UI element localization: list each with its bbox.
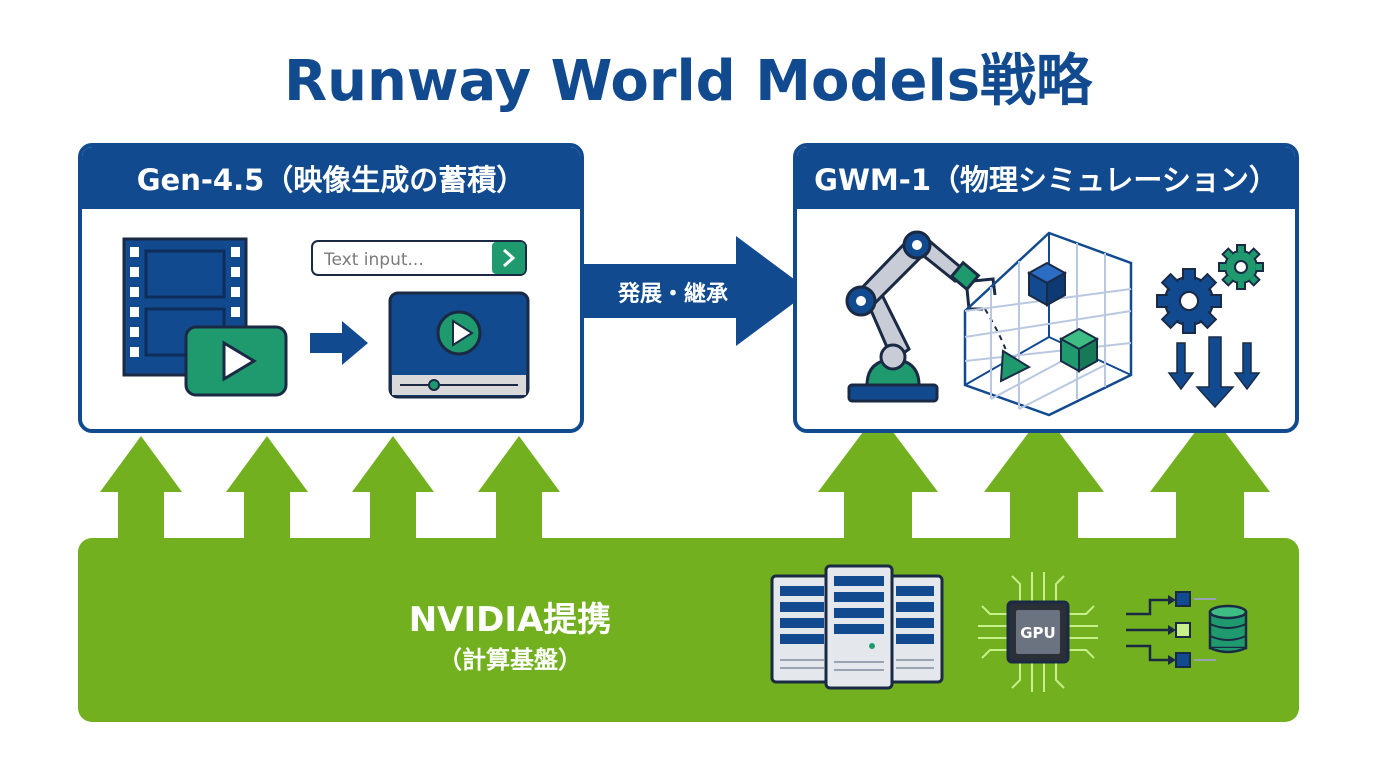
up-arrow (226, 436, 308, 545)
video-player-icon (388, 291, 530, 399)
input-placeholder-text: Text input... (323, 250, 424, 270)
cube-blue-icon (1026, 261, 1068, 307)
server-rack-icon (770, 564, 944, 690)
gwm-body (797, 209, 1295, 429)
robot-arm-icon (845, 230, 1010, 403)
data-pipeline-icon (1126, 591, 1248, 668)
up-arrow (984, 412, 1104, 545)
nvidia-base (78, 538, 1299, 722)
gwm-header: GWM-1（物理シミュレーション） (797, 147, 1295, 209)
gpu-chip-icon: GPU (978, 572, 1098, 692)
nvidia-title: NVIDIA提携 (408, 600, 612, 640)
triangle-icon (999, 349, 1032, 383)
gears-icon (1156, 244, 1264, 334)
gpu-label: GPU (1020, 624, 1056, 642)
text-input-icon: Text input... (311, 240, 527, 276)
down-arrows-icon (1167, 336, 1261, 409)
up-arrow (1150, 412, 1270, 545)
up-arrow (818, 412, 938, 545)
play-button-icon (184, 325, 288, 397)
transfer-arrow (580, 236, 810, 346)
gen-panel: Gen-4.5（映像生成の蓄積） (78, 143, 584, 433)
up-arrow (478, 436, 560, 545)
gen-header: Gen-4.5（映像生成の蓄積） (82, 147, 580, 209)
cube-green-icon (1058, 327, 1100, 373)
arrow-right-icon (310, 321, 368, 365)
gen-body: Text input... (82, 209, 580, 429)
gwm-panel: GWM-1（物理シミュレーション） (793, 143, 1299, 433)
up-arrow (100, 436, 182, 545)
database-icon (1208, 604, 1248, 654)
page-title: Runway World Models戦略 (283, 49, 1093, 114)
nvidia-subtitle: （計算基盤） (438, 646, 582, 674)
up-arrow (352, 436, 434, 545)
transfer-label: 発展・継承 (617, 282, 728, 307)
